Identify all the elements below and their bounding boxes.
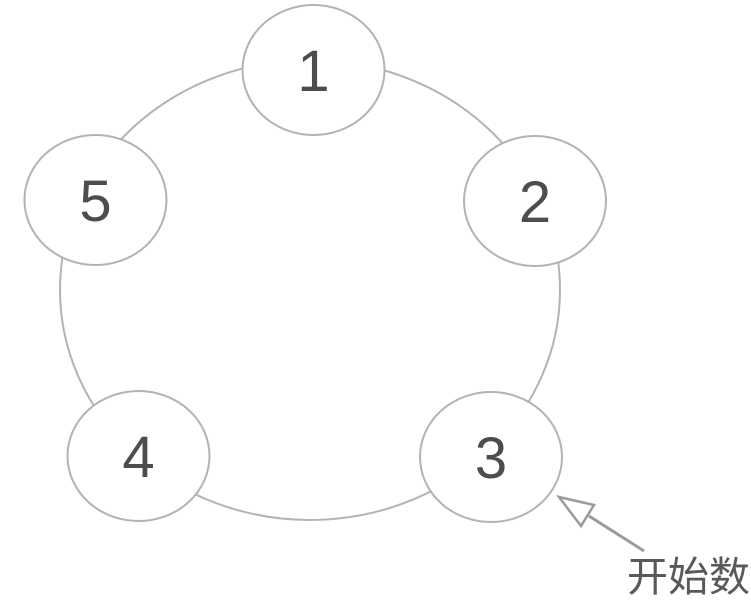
arrow-shaft bbox=[588, 514, 645, 553]
annotation-label: 开始数 bbox=[627, 554, 750, 600]
node-1-label: 1 bbox=[297, 39, 329, 104]
node-1: 1 bbox=[241, 4, 386, 136]
node-3-label: 3 bbox=[475, 426, 507, 491]
node-5-circle bbox=[23, 134, 168, 266]
node-4-circle bbox=[66, 390, 211, 522]
arrowhead-icon bbox=[555, 495, 596, 529]
node-2-circle bbox=[463, 135, 607, 267]
node-1-circle bbox=[241, 4, 386, 136]
node-2: 2 bbox=[463, 135, 607, 267]
node-5: 5 bbox=[23, 134, 168, 266]
node-5-label: 5 bbox=[79, 169, 111, 234]
annotation-arrow bbox=[555, 495, 645, 553]
node-4-label: 4 bbox=[122, 425, 154, 490]
node-2-label: 2 bbox=[519, 170, 551, 235]
node-4: 4 bbox=[66, 390, 211, 522]
node-3-circle bbox=[419, 391, 563, 523]
node-3: 3 bbox=[419, 391, 563, 523]
